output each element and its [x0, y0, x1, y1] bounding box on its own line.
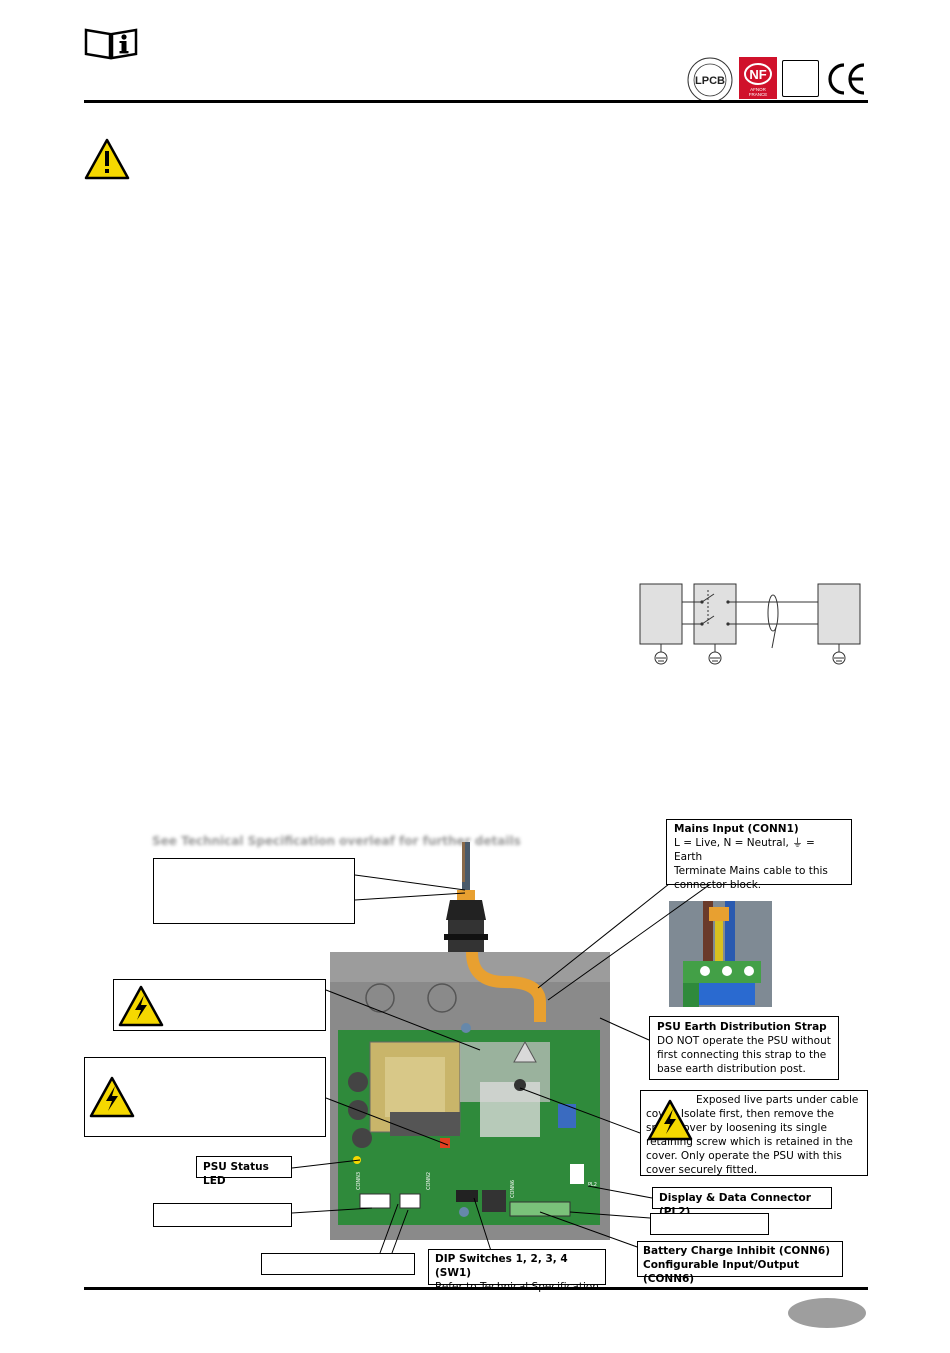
- battery-charge-line1: Battery Charge Inhibit (CONN6): [643, 1245, 831, 1257]
- mains-input-line1: L = Live, N = Neutral, ⏚ = Earth: [674, 836, 844, 864]
- ce-mark: [828, 63, 865, 95]
- psu-earth-callout: PSU Earth Distribution Strap DO NOT oper…: [649, 1016, 839, 1080]
- header-rule: [84, 100, 868, 103]
- battery-charge-line2: Configurable Input/Output (CONN6): [643, 1259, 799, 1285]
- footer-rule: [84, 1287, 868, 1290]
- cable-gland-callout: [153, 858, 355, 924]
- svg-text:AFNOR: AFNOR: [750, 87, 767, 92]
- board-label-conn2: CONN2: [426, 1172, 432, 1190]
- blurred-heading: See Technical Specification overleaf for…: [152, 834, 521, 848]
- electrical-hazard-icon: [647, 1099, 693, 1141]
- warning-icon: [84, 138, 130, 180]
- psu-earth-title: PSU Earth Distribution Strap: [657, 1021, 827, 1033]
- mains-input-title: Mains Input (CONN1): [674, 823, 799, 835]
- psu-board-illustration: CONN3 CONN2 CONN6 PL2: [330, 842, 610, 1240]
- electrical-hazard-icon: [118, 985, 164, 1027]
- mains-input-line3: connector block.: [674, 879, 762, 891]
- lpcb-logo: LPCB: [687, 57, 733, 103]
- dip-switches-callout: DIP Switches 1, 2, 3, 4 (SW1) Refer to T…: [428, 1249, 606, 1293]
- battery-charge-callout: Battery Charge Inhibit (CONN6) Configura…: [637, 1241, 843, 1285]
- manual-info-icon: [84, 28, 138, 60]
- conn6-callout: [650, 1213, 769, 1235]
- earth-symbol-icon: ⏚: [792, 837, 803, 849]
- svg-text:FRANCE: FRANCE: [749, 92, 768, 97]
- mains-input-line2: Terminate Mains cable to this: [674, 865, 828, 877]
- dip-switches-title: DIP Switches 1, 2, 3, 4 (SW1): [435, 1253, 568, 1279]
- svg-text:NF: NF: [749, 67, 766, 82]
- wiring-schematic: [639, 583, 861, 665]
- display-data-callout: Display & Data Connector (PL2): [652, 1187, 832, 1218]
- board-label-conn3: CONN3: [356, 1172, 362, 1190]
- board-label-pl2: PL2: [588, 1182, 597, 1188]
- board-label-conn6: CONN6: [510, 1180, 516, 1198]
- certification-blank-box: [782, 60, 819, 97]
- page-number-badge: [788, 1298, 866, 1328]
- psu-status-led-callout: PSU Status LED: [196, 1156, 292, 1187]
- exposed-live-body: Exposed live parts under cable cover. Is…: [646, 1094, 859, 1176]
- mains-input-line1-pre: L = Live, N = Neutral,: [674, 837, 789, 849]
- live-warning-callout-1: [113, 979, 326, 1031]
- conn2-callout: [261, 1253, 415, 1275]
- exposed-live-callout: Exposed live parts under cable cover. Is…: [640, 1090, 868, 1176]
- mains-connector-detail: [669, 901, 772, 1007]
- electrical-hazard-icon: [89, 1076, 135, 1118]
- svg-text:LPCB: LPCB: [695, 75, 725, 87]
- mains-input-callout: Mains Input (CONN1) L = Live, N = Neutra…: [666, 819, 852, 891]
- conn3-callout: [153, 1203, 292, 1227]
- nf-logo: NF AFNOR FRANCE: [739, 57, 777, 99]
- psu-status-led-title: PSU Status LED: [203, 1161, 269, 1187]
- psu-earth-body: DO NOT operate the PSU without first con…: [657, 1035, 831, 1075]
- live-warning-callout-2: [84, 1057, 326, 1137]
- mains-input-line1-post: = Earth: [674, 837, 815, 863]
